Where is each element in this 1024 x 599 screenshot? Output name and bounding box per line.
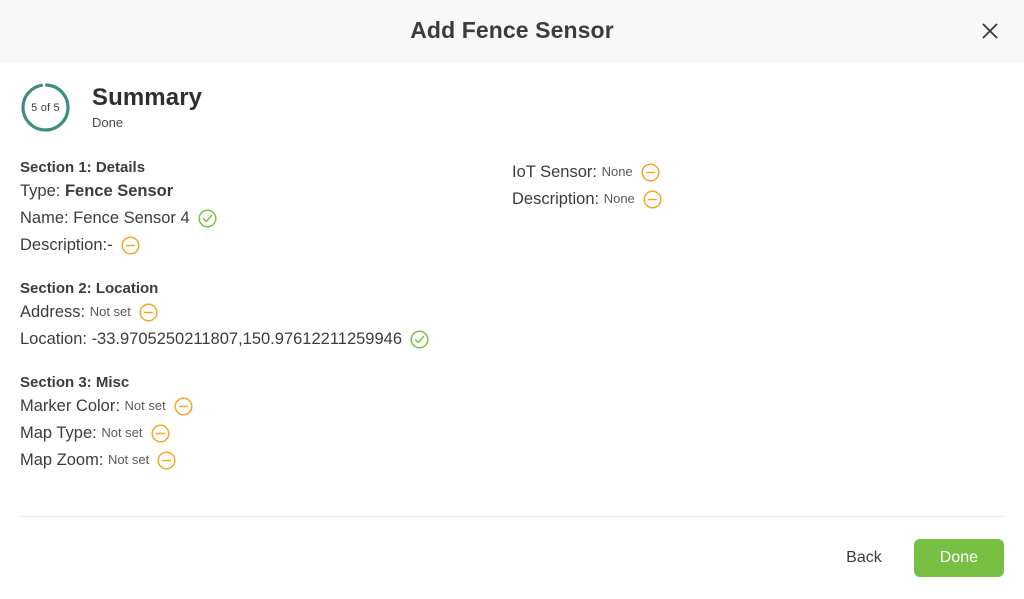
summary-row: Map Type: Not set (20, 420, 512, 447)
summary-row-label: Marker Color: (20, 396, 125, 415)
section-heading: Section 3: Misc (20, 374, 130, 391)
footer-actions: Back Done (20, 539, 1004, 577)
summary-row: Map Zoom: Not set (20, 447, 512, 474)
modal-footer: Back Done (0, 516, 1024, 599)
summary-row-label: Map Zoom: (20, 450, 109, 469)
minus-circle-icon (150, 424, 170, 443)
summary-row: Type: Fence Sensor (20, 178, 512, 205)
done-button[interactable]: Done (913, 539, 1004, 577)
minus-circle-icon (643, 190, 662, 209)
close-icon (979, 20, 1001, 42)
summary-row-value: Not set (124, 398, 166, 414)
step-counter: 5 of 5 (31, 101, 60, 114)
summary-row-label: IoT Sensor: (512, 162, 602, 181)
section-heading: Section 2: Location (20, 280, 159, 297)
back-button[interactable]: Back (832, 539, 896, 577)
summary-row-value: Not set (89, 304, 131, 320)
summary-row-value: None (603, 191, 635, 207)
summary-row-label: Description: (512, 189, 604, 208)
step-header: 5 of 5 Summary Done (20, 62, 1004, 137)
summary-row-value: Fence Sensor (64, 181, 174, 200)
summary-row: Description: None (512, 186, 1004, 213)
close-button[interactable] (970, 11, 1010, 51)
step-text: Summary Done (92, 84, 203, 130)
minus-circle-icon (157, 451, 176, 470)
minus-circle-icon (139, 303, 158, 322)
summary-row-label: Name: (20, 208, 74, 227)
summary-row-value: -33.9705250211807,150.97612211259946 (91, 329, 403, 348)
section-heading: Section 1: Details (20, 159, 146, 176)
minus-circle-icon (641, 163, 660, 182)
summary-row-value: None (601, 164, 633, 180)
summary-row-value: Not set (108, 452, 150, 468)
footer-divider (20, 516, 1004, 517)
summary-row-value: Fence Sensor 4 (73, 208, 190, 227)
minus-circle-icon (121, 236, 140, 255)
summary-row-value: - (107, 235, 113, 254)
summary-row-label: Type: (20, 181, 65, 200)
summary-row: Marker Color: Not set (20, 393, 512, 420)
summary-row-value: Not set (101, 425, 143, 441)
page-title: Add Fence Sensor (410, 17, 614, 43)
progress-ring-icon (21, 83, 70, 132)
summary-row: Description:- (20, 232, 512, 259)
summary-row-label: Location: (20, 329, 92, 348)
step-subtitle: Done (92, 114, 124, 130)
summary-row-label: Map Type: (20, 423, 102, 442)
summary-row: IoT Sensor: None (512, 159, 1004, 186)
check-circle-icon (198, 209, 217, 228)
summary-row: Location: -33.9705250211807,150.97612211… (20, 326, 512, 353)
step-progress-ring: 5 of 5 (20, 82, 71, 133)
summary-row: Address: Not set (20, 299, 512, 326)
check-circle-icon (410, 330, 429, 349)
minus-circle-icon (174, 397, 193, 416)
summary-row-label: Description: (20, 235, 108, 254)
modal-header: Add Fence Sensor (0, 0, 1024, 62)
summary-row: Name: Fence Sensor 4 (20, 205, 512, 232)
summary-row-label: Address: (20, 302, 90, 321)
step-title: Summary (92, 84, 203, 112)
